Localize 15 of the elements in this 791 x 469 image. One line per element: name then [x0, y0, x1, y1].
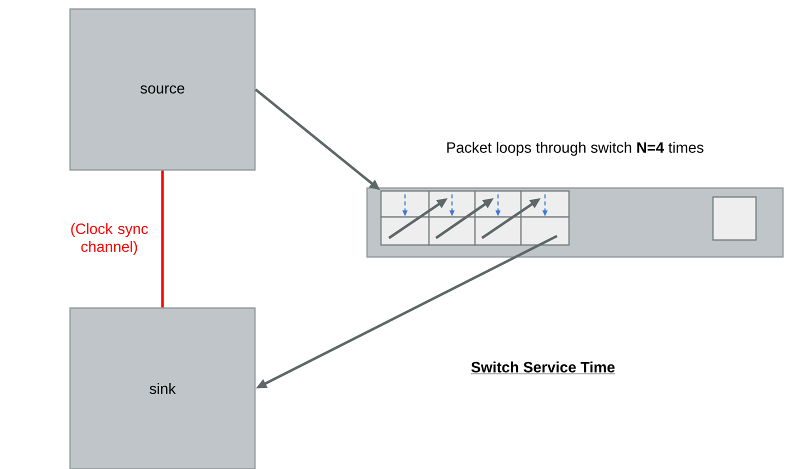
node-label: Packet loops through switch N=4 times: [447, 142, 704, 156]
device-box: source: [69, 8, 256, 171]
connector-line: [161, 170, 164, 308]
port-cell: [428, 190, 476, 218]
device-box: sink: [69, 307, 256, 469]
port-cell: [474, 190, 522, 218]
port-square: [712, 196, 757, 241]
port-cell: [380, 216, 430, 246]
port-cell: [520, 216, 570, 246]
port-cell: [520, 190, 570, 218]
port-cell: [380, 190, 430, 218]
heading-text: Switch Service Time: [470, 362, 616, 374]
port-cell: [474, 216, 522, 246]
edge-label: (Clock sync channel): [71, 223, 148, 255]
port-cell: [428, 216, 476, 246]
